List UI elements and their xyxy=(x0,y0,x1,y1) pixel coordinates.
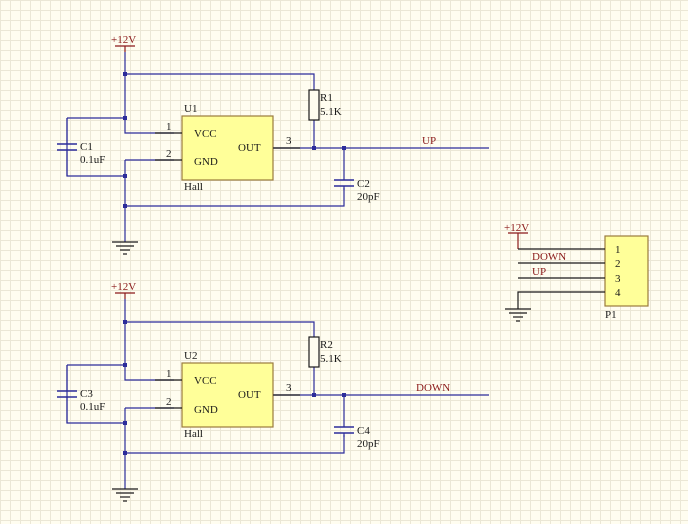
r2-designator: R2 xyxy=(320,339,333,351)
r2-value: 5.1K xyxy=(320,353,342,365)
junctions-u1 xyxy=(123,72,346,208)
wires-u2 xyxy=(66,299,489,489)
u2-designator: U2 xyxy=(184,350,197,362)
u1-pin2-number: 2 xyxy=(166,148,172,160)
circuit-u2: +12V C3 0.1uF U2 VCC xyxy=(57,281,489,502)
c1-designator: C1 xyxy=(80,141,93,153)
ground-symbol-bottom xyxy=(112,488,138,502)
ground-symbol-connector xyxy=(505,308,531,322)
u1-pin1-number: 1 xyxy=(166,121,172,133)
circuit-u1: +12V C1 0.1uF xyxy=(57,34,489,255)
junctions-u2 xyxy=(123,320,346,455)
c4-value: 20pF xyxy=(357,438,380,450)
u2-pin-gnd: GND xyxy=(194,404,218,416)
connector-pin-3: 3 xyxy=(615,273,621,285)
capacitor-c2: C2 20pF xyxy=(334,176,380,203)
u2-pin3-number: 3 xyxy=(286,382,292,394)
u1-pin3-number: 3 xyxy=(286,135,292,147)
u2-pin-vcc: VCC xyxy=(194,375,217,387)
connector-p1: +12V DOWN UP 1 2 3 4 P1 xyxy=(504,222,649,322)
connector-power-port: +12V xyxy=(504,222,529,249)
c3-designator: C3 xyxy=(80,388,93,400)
connector-pin-2: 2 xyxy=(615,258,621,270)
u2-pin-out: OUT xyxy=(238,389,261,401)
resistor-r2: R2 5.1K xyxy=(308,336,342,368)
u1-type: Hall xyxy=(184,181,203,193)
capacitor-c1: C1 0.1uF xyxy=(57,118,105,176)
power-port-bottom: +12V xyxy=(111,281,136,299)
ground-symbol-top xyxy=(112,241,138,255)
u1-designator: U1 xyxy=(184,103,197,115)
c2-value: 20pF xyxy=(357,191,380,203)
connector-net-up: UP xyxy=(532,266,546,278)
ic-u2: U2 VCC GND OUT Hall 1 2 3 xyxy=(155,350,300,440)
r1-designator: R1 xyxy=(320,92,333,104)
wires-u1 xyxy=(66,52,489,242)
u2-pin1-number: 1 xyxy=(166,368,172,380)
r1-value: 5.1K xyxy=(320,106,342,118)
u2-type: Hall xyxy=(184,428,203,440)
power-port-top: +12V xyxy=(111,34,136,52)
capacitor-c4: C4 20pF xyxy=(334,423,380,450)
c4-designator: C4 xyxy=(357,425,370,437)
net-label-down: DOWN xyxy=(416,382,450,394)
connector-net-down: DOWN xyxy=(532,251,566,263)
ic-u1: U1 VCC GND OUT Hall 1 2 3 xyxy=(155,103,300,193)
connector-pin-4: 4 xyxy=(615,287,621,299)
connector-pin-1: 1 xyxy=(615,244,621,256)
c1-value: 0.1uF xyxy=(80,154,105,166)
net-label-up: UP xyxy=(422,135,436,147)
u1-pin-gnd: GND xyxy=(194,156,218,168)
c2-designator: C2 xyxy=(357,178,370,190)
u1-pin-vcc: VCC xyxy=(194,128,217,140)
power-label: +12V xyxy=(111,34,136,46)
resistor-r1: R1 5.1K xyxy=(308,89,342,121)
connector-power-label: +12V xyxy=(504,222,529,234)
c3-value: 0.1uF xyxy=(80,401,105,413)
connector-designator: P1 xyxy=(605,309,617,321)
u1-pin-out: OUT xyxy=(238,142,261,154)
u2-pin2-number: 2 xyxy=(166,396,172,408)
capacitor-c3: C3 0.1uF xyxy=(57,365,105,423)
power-label: +12V xyxy=(111,281,136,293)
